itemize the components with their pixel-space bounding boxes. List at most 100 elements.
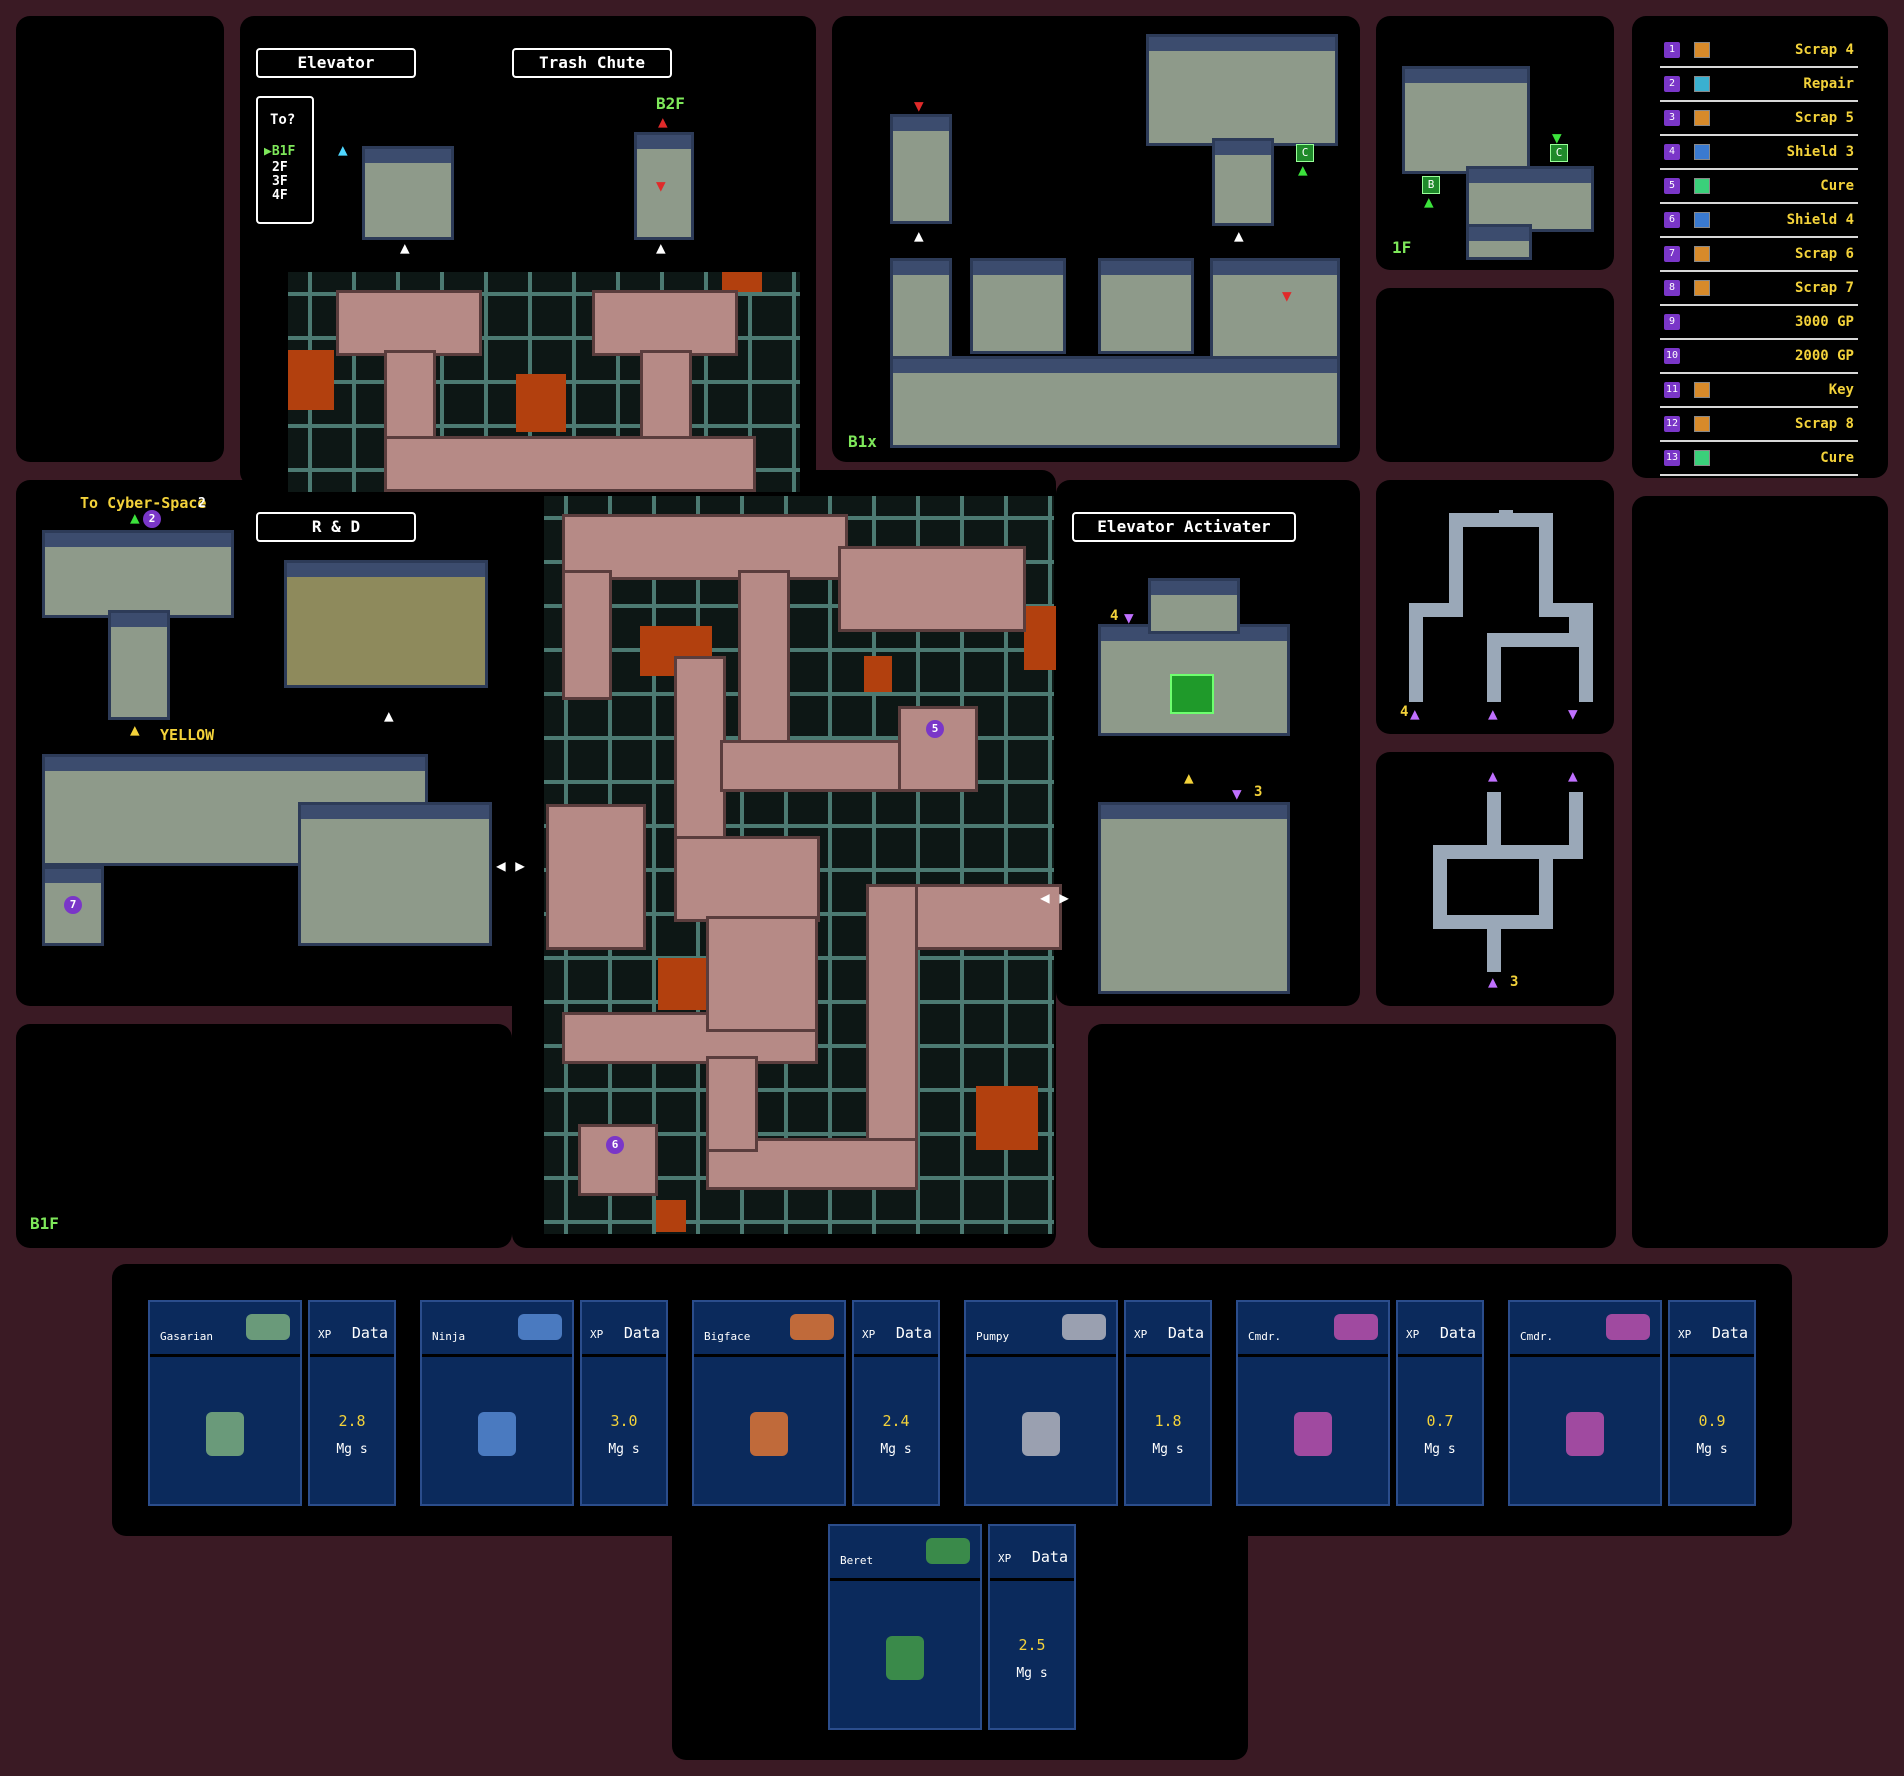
purple-up-arrow-icon: ▲	[1410, 704, 1420, 723]
elevator-label: Elevator	[256, 48, 416, 78]
enemy-xp-unit: Mg s	[880, 1442, 912, 1457]
pipe-marker-3: 3	[1510, 974, 1519, 990]
legend-number-badge: 4	[1664, 144, 1680, 160]
enemy-xp-value: 2.8	[338, 1412, 366, 1430]
item-badge-5: 5	[926, 720, 944, 738]
left-right-arrow-icon: ◀ ▶	[496, 856, 525, 875]
elevator-menu[interactable]: To? ▶B1F 2F 3F 4F	[256, 96, 314, 224]
green-up-arrow-icon: ▲	[130, 508, 140, 527]
legend-number-badge: 10	[1664, 348, 1680, 364]
enemy-xp-unit: Mg s	[1152, 1442, 1184, 1457]
walkway-center-room5	[898, 706, 978, 792]
elevator-option-2f[interactable]: 2F	[272, 160, 288, 175]
legend-item-text: Key	[1828, 382, 1854, 398]
legend-item-text: 2000 GP	[1794, 348, 1854, 364]
yellow-up-down-arrow-icon: ▲	[130, 720, 140, 739]
purple-down-arrow-icon: ▼	[1232, 784, 1242, 803]
enemy-card: Beret	[828, 1524, 982, 1730]
up-down-arrow-icon: ▲	[914, 226, 924, 245]
enemy-xp-unit: Mg s	[1016, 1666, 1048, 1681]
green-up-arrow-icon: ▲	[1424, 192, 1434, 211]
legend-row: 4 Shield 3	[1660, 138, 1858, 170]
elevator-option-3f[interactable]: 3F	[272, 174, 288, 189]
enemy-card: Ninja	[420, 1300, 574, 1506]
to-cyber-space-label: To Cyber-Space	[80, 494, 207, 512]
data-label: Data	[895, 1324, 932, 1342]
lava-tile	[976, 1086, 1038, 1150]
enemy-card-header: Beret	[830, 1526, 980, 1581]
enemy-sprite-icon	[1294, 1412, 1332, 1456]
up-down-arrow-icon: ▲	[1234, 226, 1244, 245]
lava-tile	[516, 374, 566, 432]
floor-label-b2f: B2F	[656, 94, 685, 113]
legend-item-text: 3000 GP	[1794, 314, 1854, 330]
enemy-xp-unit: Mg s	[336, 1442, 368, 1457]
legend-number-badge: 7	[1664, 246, 1680, 262]
red-down-arrow-icon: ▼	[656, 176, 666, 195]
item-badge-6: 6	[606, 1136, 624, 1154]
panel-top-left-empty	[16, 16, 224, 462]
b1f-small-room	[42, 866, 104, 946]
item-icon	[1694, 144, 1710, 160]
enemy-mini-sprite-icon	[1062, 1314, 1106, 1340]
legend-item-text: Scrap 8	[1794, 416, 1854, 432]
b1x-room-bottom-mid1	[970, 258, 1066, 354]
legend-number-badge: 5	[1664, 178, 1680, 194]
pipe-diagram-top	[1409, 510, 1593, 702]
enemy-mini-sprite-icon	[246, 1314, 290, 1340]
pipe-diagram-bottom	[1433, 792, 1583, 972]
enemy-sprite-icon	[1566, 1412, 1604, 1456]
rnd-label: R & D	[256, 512, 416, 542]
enemy-xp-value: 1.8	[1154, 1412, 1182, 1430]
enemy-xp-value: 0.7	[1426, 1412, 1454, 1430]
marker-b-icon: B	[1422, 176, 1440, 194]
purple-up-arrow-icon: ▲	[1568, 766, 1578, 785]
item-icon	[1694, 416, 1710, 432]
enemy-name: Beret	[840, 1554, 874, 1567]
marker-c-icon: C	[1296, 144, 1314, 162]
elevator-option-4f[interactable]: 4F	[272, 188, 288, 203]
b1x-corridor	[890, 356, 1340, 448]
enemy-card-header: Bigface	[694, 1302, 844, 1357]
enemy-xp-value: 2.4	[882, 1412, 910, 1430]
item-badge-7: 7	[64, 896, 82, 914]
activater-room-bottom	[1098, 802, 1290, 994]
legend-number-badge: 6	[1664, 212, 1680, 228]
enemy-xp-value: 3.0	[610, 1412, 638, 1430]
item-icon	[1694, 42, 1710, 58]
xp-label: XP	[1134, 1328, 1148, 1341]
lava-tile	[656, 1200, 686, 1232]
enemy-card-header: Cmdr.	[1238, 1302, 1388, 1357]
enemy-card-header: Cmdr.	[1510, 1302, 1660, 1357]
enemy-mini-sprite-icon	[790, 1314, 834, 1340]
trash-chute-room	[634, 132, 694, 240]
green-down-arrow-icon: ▼	[1552, 128, 1562, 147]
enemy-xp-unit: Mg s	[1424, 1442, 1456, 1457]
enemy-mini-sprite-icon	[518, 1314, 562, 1340]
up-arrow-icon: ▲	[656, 238, 666, 257]
legend-item-text: Cure	[1820, 178, 1854, 194]
item-icon	[1694, 246, 1710, 262]
legend-item-text: Scrap 4	[1794, 42, 1854, 58]
trash-chute-label: Trash Chute	[512, 48, 672, 78]
legend-number-badge: 12	[1664, 416, 1680, 432]
legend-number-badge: 3	[1664, 110, 1680, 126]
purple-down-arrow-icon: ▼	[1568, 704, 1578, 723]
elevator-option-b1f[interactable]: ▶B1F	[264, 144, 296, 159]
enemy-card: Gasarian	[148, 1300, 302, 1506]
pipe-lines	[1433, 792, 1583, 972]
panel-right-tall-empty	[1632, 496, 1888, 1248]
walkway-center-top-right	[838, 546, 1026, 632]
walkway-center-right-vertical	[866, 884, 918, 1150]
legend-item-text: Shield 3	[1786, 144, 1854, 160]
item-icon	[1694, 382, 1710, 398]
